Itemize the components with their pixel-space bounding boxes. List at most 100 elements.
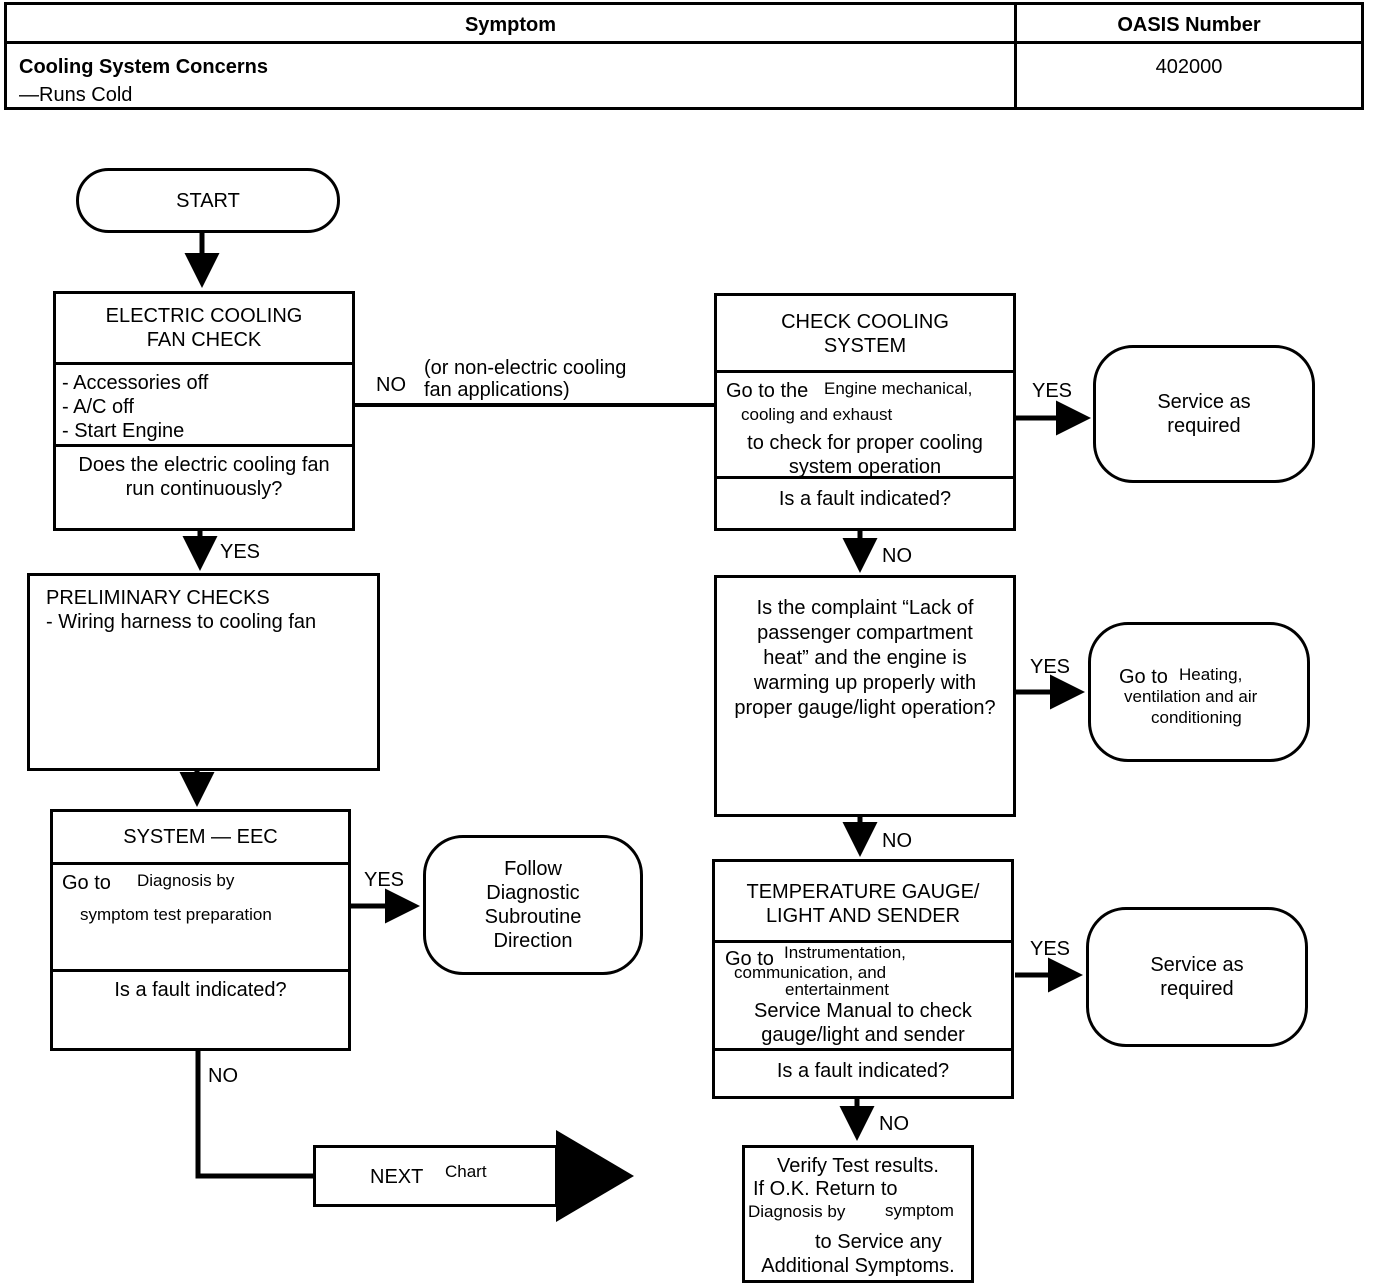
no-label: NO	[882, 545, 912, 567]
manual-reference: Engine mechanical,	[824, 379, 973, 398]
terminal-line: Service as	[1150, 954, 1244, 976]
no-branch-note: (or non-electric cooling fan application…	[424, 357, 626, 401]
question-line: heat” and the engine is	[763, 647, 967, 669]
go-to-text: Go to	[725, 948, 774, 970]
go-to-text: Go to	[1119, 666, 1168, 688]
no-label: NO	[882, 830, 912, 852]
check-cooling-instructions: Go to the Engine mechanical, cooling and…	[717, 370, 1013, 478]
note-line: (or non-electric cooling	[424, 357, 627, 379]
question-line: Is the complaint “Lack of	[756, 597, 974, 619]
manual-reference: ventilation and air	[1124, 687, 1258, 706]
question-line: Is a fault indicated?	[778, 488, 952, 510]
terminal-line: Subroutine	[484, 906, 582, 928]
manual-reference: Heating,	[1179, 665, 1243, 684]
next-label: NEXT	[370, 1166, 424, 1188]
manual-reference: cooling and exhaust	[741, 405, 893, 424]
step-item: - Start Engine	[62, 420, 185, 442]
next-sublabel: Chart	[445, 1162, 487, 1181]
follow-diagnostic-terminal: Follow Diagnostic Subroutine Direction	[423, 835, 643, 975]
instruction-line: gauge/light and sender	[761, 1024, 965, 1046]
eec-instructions: Go to Diagnosis by symptom test preparat…	[53, 862, 348, 969]
service-required-terminal: Service as required	[1086, 907, 1308, 1047]
question-line: Is a fault indicated?	[114, 979, 287, 1001]
title-line: SYSTEM	[823, 335, 907, 357]
manual-reference: conditioning	[1151, 708, 1242, 727]
check-cooling-title: CHECK COOLING SYSTEM	[717, 296, 1013, 370]
instruction-line: system operation	[788, 456, 942, 478]
verify-line: Verify Test results.	[777, 1155, 939, 1177]
manual-reference: Diagnosis by	[137, 871, 235, 890]
yes-label: YES	[220, 541, 261, 563]
go-to-text: Go to the	[726, 380, 809, 402]
title-line: CHECK COOLING	[781, 311, 949, 333]
temperature-gauge-question: Is a fault indicated?	[715, 1048, 1011, 1096]
terminal-line: Service as	[1157, 391, 1251, 413]
start-terminal: START	[76, 168, 340, 233]
symptom-title: Cooling System Concerns	[19, 56, 268, 78]
no-label: NO	[376, 374, 406, 396]
symptom-column-header: Symptom	[464, 14, 557, 36]
fan-check-steps: - Accessories off - A/C off - Start Engi…	[56, 362, 352, 444]
note-line: fan applications)	[424, 379, 570, 401]
check-cooling-question: Is a fault indicated?	[717, 476, 1013, 528]
oasis-column-header: OASIS Number	[1117, 14, 1261, 36]
verify-line: to Service any	[815, 1231, 942, 1253]
question-line: warming up properly with	[753, 672, 977, 694]
yes-label: YES	[1030, 656, 1071, 678]
fan-check-box: ELECTRIC COOLING FAN CHECK - Accessories…	[53, 291, 355, 531]
yes-label: YES	[1030, 938, 1071, 960]
next-arrow-head	[556, 1130, 634, 1222]
question-line: run continuously?	[125, 478, 283, 500]
eec-question: Is a fault indicated?	[53, 969, 348, 1048]
no-label: NO	[879, 1113, 909, 1135]
question-line: Is a fault indicated?	[776, 1060, 950, 1082]
title-line: TEMPERATURE GAUGE/	[746, 881, 980, 903]
verify-results-box: Verify Test results. If O.K. Return to D…	[742, 1145, 974, 1283]
eec-title-text: SYSTEM — EEC	[123, 826, 278, 848]
step-item: - Accessories off	[62, 372, 209, 394]
verify-line: Additional Symptoms.	[761, 1255, 955, 1277]
terminal-line: Direction	[493, 930, 573, 952]
manual-reference: communication, and	[734, 963, 887, 982]
next-chart-box: NEXT Chart	[313, 1145, 558, 1207]
heating-terminal: Go to Heating, ventilation and air condi…	[1088, 622, 1310, 762]
question-line: Does the electric cooling fan	[78, 454, 330, 476]
manual-reference: entertainment	[785, 980, 889, 999]
terminal-line: Diagnostic	[486, 882, 580, 904]
check-cooling-box: CHECK COOLING SYSTEM Go to the Engine me…	[714, 293, 1016, 531]
symptom-table: Symptom OASIS Number Cooling System Conc…	[4, 2, 1364, 110]
eec-title: SYSTEM — EEC	[53, 812, 348, 862]
step-item: - A/C off	[62, 396, 134, 418]
fan-check-title-line: FAN CHECK	[146, 329, 262, 351]
verify-line: If O.K. Return to	[753, 1178, 898, 1200]
manual-reference: Instrumentation,	[784, 943, 906, 962]
connector-eec-to-next	[195, 1050, 315, 1179]
start-label: START	[176, 189, 240, 212]
oasis-number: 402000	[1155, 56, 1223, 78]
manual-reference: Diagnosis by	[748, 1202, 846, 1221]
prelim-title: PRELIMINARY CHECKS	[46, 587, 270, 609]
yes-label: YES	[364, 869, 405, 891]
eec-box: SYSTEM — EEC Go to Diagnosis by symptom …	[50, 809, 351, 1051]
fan-check-title: ELECTRIC COOLING FAN CHECK	[56, 294, 352, 362]
instruction-line: to check for proper cooling	[747, 432, 983, 454]
fan-check-question: Does the electric cooling fan run contin…	[56, 444, 352, 528]
manual-reference: symptom test preparation	[80, 905, 272, 924]
preliminary-checks-box: PRELIMINARY CHECKS - Wiring harness to c…	[27, 573, 380, 771]
question-line: proper gauge/light operation?	[734, 697, 996, 719]
question-line: passenger compartment	[757, 622, 973, 644]
terminal-line: required	[1160, 978, 1234, 1000]
title-line: LIGHT AND SENDER	[765, 905, 961, 927]
yes-label: YES	[1032, 380, 1073, 402]
prelim-item: - Wiring harness to cooling fan	[46, 611, 317, 633]
service-required-terminal: Service as required	[1093, 345, 1315, 483]
no-label: NO	[208, 1065, 238, 1087]
temperature-gauge-box: TEMPERATURE GAUGE/ LIGHT AND SENDER Go t…	[712, 859, 1014, 1099]
terminal-line: required	[1167, 415, 1241, 437]
symptom-subtitle: —Runs Cold	[19, 84, 133, 106]
complaint-question-box: Is the complaint “Lack of passenger comp…	[714, 575, 1016, 817]
go-to-text: Go to	[62, 872, 111, 894]
table-header-rule	[7, 41, 1361, 44]
fan-check-title-line: ELECTRIC COOLING	[105, 305, 303, 327]
